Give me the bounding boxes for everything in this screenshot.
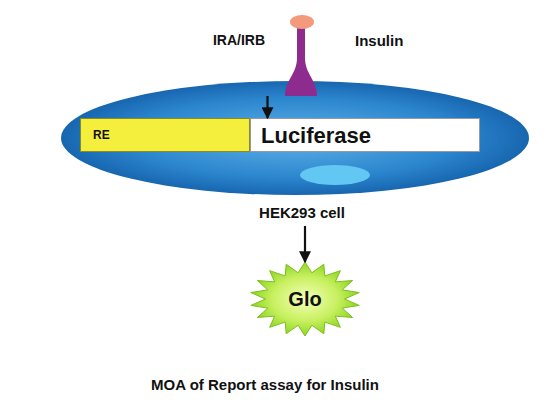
flow-arrow (266, 96, 268, 118)
signal-label: Glo (250, 287, 360, 311)
receptor-shape-outline (285, 28, 317, 96)
insulin-oval (290, 15, 314, 29)
flow-arrow (304, 226, 306, 262)
nucleus-ellipse (300, 165, 370, 185)
response-element-box: RE (80, 118, 250, 152)
receptor-shape: IRA/IRB (285, 28, 317, 96)
element-label: RE (93, 128, 153, 142)
receptor-body (285, 28, 317, 96)
gene-label: Luciferase (261, 123, 471, 149)
cell-label: HEK293 cell (67, 204, 537, 222)
reporter-gene-box: Luciferase (250, 118, 480, 152)
receptor-label: IRA/IRB (187, 32, 265, 49)
luminescence-burst: Glo (250, 262, 360, 336)
starburst (251, 262, 359, 336)
ligand-oval: Insulin (290, 15, 314, 29)
figure-caption: MOA of Report assay for Insulin (0, 376, 530, 393)
ligand-label: Insulin (355, 32, 425, 50)
ligand-oval-outline (290, 15, 314, 29)
cell-membrane (61, 81, 529, 195)
cell-ellipse: HEK293 cellRELuciferase (60, 80, 530, 226)
